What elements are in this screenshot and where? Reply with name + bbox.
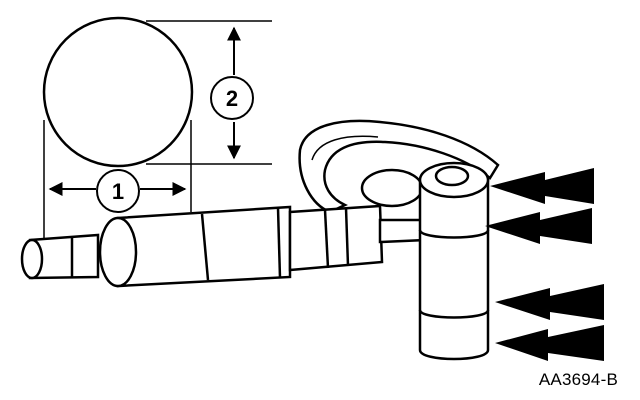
pointer-arrow-2	[485, 208, 592, 244]
pointer-arrow-4	[495, 325, 604, 361]
figure-reference-code: AA3694-B	[538, 370, 618, 389]
cross-section-circle	[42, 16, 194, 168]
callout-2: 2	[210, 76, 254, 120]
pointer-arrow-1	[490, 168, 594, 204]
callout-1: 1	[96, 169, 140, 213]
callout-1-label: 1	[112, 179, 124, 204]
micrometer-barrel	[20, 204, 427, 288]
micrometer-frame	[298, 119, 500, 214]
pointer-arrow-3	[495, 284, 604, 320]
anvil	[360, 168, 424, 208]
measured-cylinder	[418, 161, 490, 361]
callout-2-label: 2	[226, 86, 238, 111]
